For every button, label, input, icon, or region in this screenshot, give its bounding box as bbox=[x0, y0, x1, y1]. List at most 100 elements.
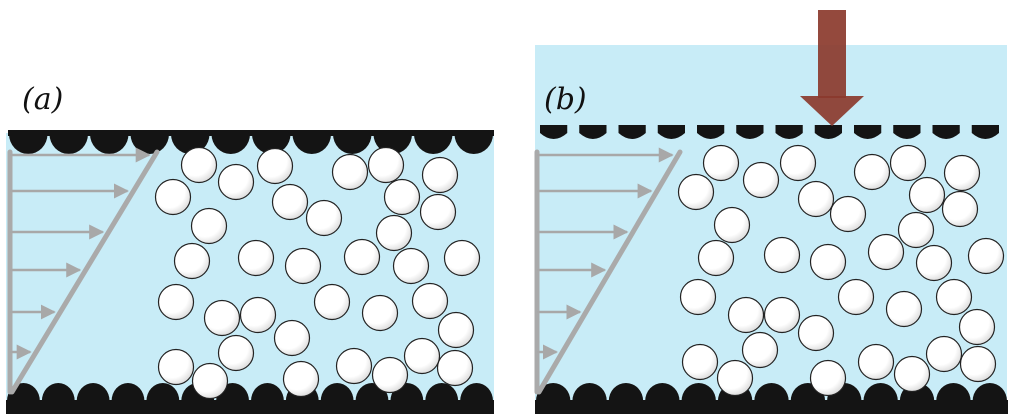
plate-bump bbox=[111, 383, 145, 401]
plate-bump bbox=[333, 134, 372, 154]
particle bbox=[367, 146, 405, 184]
plate-bump bbox=[49, 134, 88, 154]
profile-line bbox=[9, 149, 160, 395]
particle bbox=[173, 242, 211, 280]
plate-bump bbox=[76, 383, 110, 401]
profile-line bbox=[536, 149, 683, 395]
particle bbox=[403, 337, 441, 375]
particle bbox=[271, 183, 309, 221]
particle bbox=[679, 278, 717, 316]
plate-bump bbox=[9, 134, 48, 154]
particle bbox=[180, 146, 218, 184]
particle bbox=[436, 349, 474, 387]
plate-block bbox=[618, 125, 646, 139]
plate-bump bbox=[972, 383, 1007, 401]
particle bbox=[681, 343, 719, 381]
particle bbox=[915, 244, 953, 282]
plate-bump bbox=[645, 383, 680, 401]
particle bbox=[967, 237, 1005, 275]
plate-bump bbox=[211, 134, 250, 154]
plate-bump bbox=[460, 383, 493, 401]
plate-block bbox=[893, 125, 921, 139]
velocity-profile-b bbox=[534, 147, 683, 395]
plate-bump bbox=[425, 383, 459, 401]
plate-bump bbox=[414, 134, 453, 154]
particle bbox=[713, 206, 751, 244]
plate-bump bbox=[936, 383, 971, 401]
particle bbox=[809, 359, 847, 397]
panel-b-label: (b) bbox=[544, 82, 587, 117]
particle bbox=[383, 178, 421, 216]
particle bbox=[763, 236, 801, 274]
particle bbox=[421, 156, 459, 194]
particle bbox=[889, 144, 927, 182]
particle bbox=[154, 178, 192, 216]
panel-b: (b) bbox=[534, 10, 1008, 414]
plate-bump bbox=[681, 383, 716, 401]
plate-bar bbox=[8, 130, 494, 136]
particle bbox=[237, 239, 275, 277]
particle bbox=[908, 176, 946, 214]
plate-block bbox=[657, 125, 685, 139]
compression-arrow bbox=[800, 10, 864, 126]
particle bbox=[284, 247, 322, 285]
plate-bump bbox=[146, 383, 180, 401]
particle bbox=[763, 296, 801, 334]
particle bbox=[935, 278, 973, 316]
plate-block bbox=[697, 125, 725, 139]
particle bbox=[157, 283, 195, 321]
plate-bump bbox=[292, 134, 331, 154]
particle bbox=[702, 144, 740, 182]
particle bbox=[829, 195, 867, 233]
particle bbox=[437, 311, 475, 349]
particle bbox=[443, 239, 481, 277]
top-plate-a bbox=[8, 130, 494, 154]
particle bbox=[857, 343, 895, 381]
particle bbox=[837, 278, 875, 316]
particle bbox=[331, 153, 369, 191]
particle bbox=[716, 359, 754, 397]
plate-block bbox=[540, 125, 568, 139]
plate-block bbox=[932, 125, 960, 139]
top-plate-b bbox=[540, 125, 999, 139]
plate-bump bbox=[454, 134, 493, 154]
plate-bump bbox=[90, 134, 129, 154]
particle bbox=[361, 294, 399, 332]
particle bbox=[677, 173, 715, 211]
particle bbox=[742, 161, 780, 199]
particle bbox=[375, 214, 413, 252]
plate-bump bbox=[320, 383, 354, 401]
plate-block bbox=[775, 125, 803, 139]
plate-bump bbox=[536, 383, 571, 401]
particles-a bbox=[154, 146, 481, 400]
particle bbox=[797, 180, 835, 218]
particle bbox=[282, 360, 320, 398]
particle bbox=[191, 362, 229, 400]
particle bbox=[853, 153, 891, 191]
panel-a-label: (a) bbox=[22, 82, 63, 117]
plate-block bbox=[579, 125, 607, 139]
plate-bump bbox=[572, 383, 607, 401]
particles-b bbox=[677, 144, 1005, 397]
particle bbox=[313, 283, 351, 321]
particle bbox=[343, 238, 381, 276]
particle bbox=[885, 290, 923, 328]
particle bbox=[941, 190, 979, 228]
particle bbox=[217, 163, 255, 201]
particle bbox=[958, 308, 996, 346]
plate-bump bbox=[41, 383, 75, 401]
particle bbox=[273, 319, 311, 357]
particle bbox=[305, 199, 343, 237]
particle bbox=[797, 314, 835, 352]
particle bbox=[897, 211, 935, 249]
particle bbox=[190, 207, 228, 245]
particle bbox=[925, 335, 963, 373]
particle bbox=[256, 147, 294, 185]
particle bbox=[867, 233, 905, 271]
panel-a: (a) bbox=[6, 82, 494, 414]
particle bbox=[779, 144, 817, 182]
particle bbox=[893, 355, 931, 393]
particle bbox=[809, 243, 847, 281]
plate-bump bbox=[863, 383, 898, 401]
particle bbox=[727, 296, 765, 334]
